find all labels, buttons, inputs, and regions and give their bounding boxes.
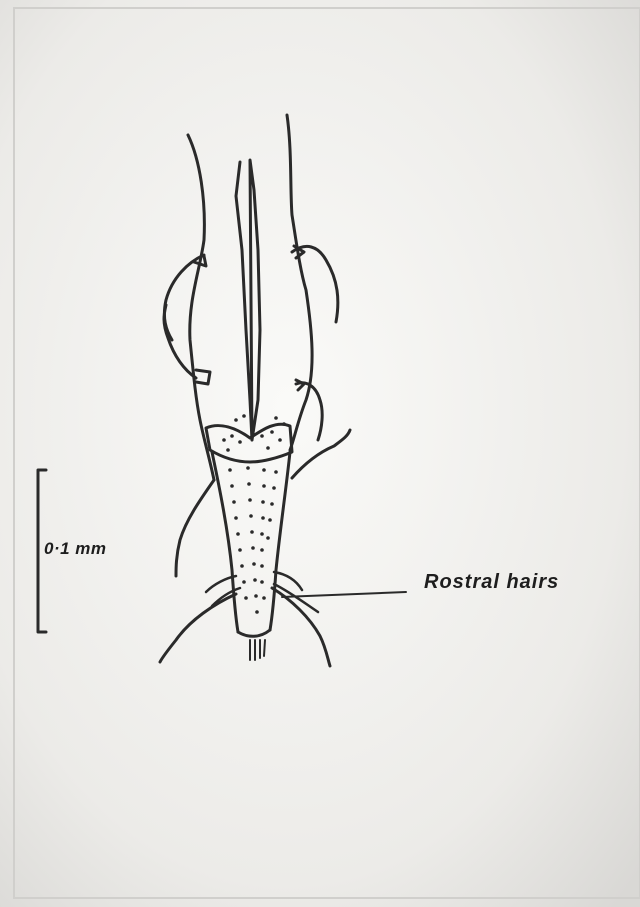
rostral-hairs-callout-label: Rostral hairs: [424, 571, 559, 594]
scale-bar-label: 0·1 mm: [44, 539, 107, 559]
